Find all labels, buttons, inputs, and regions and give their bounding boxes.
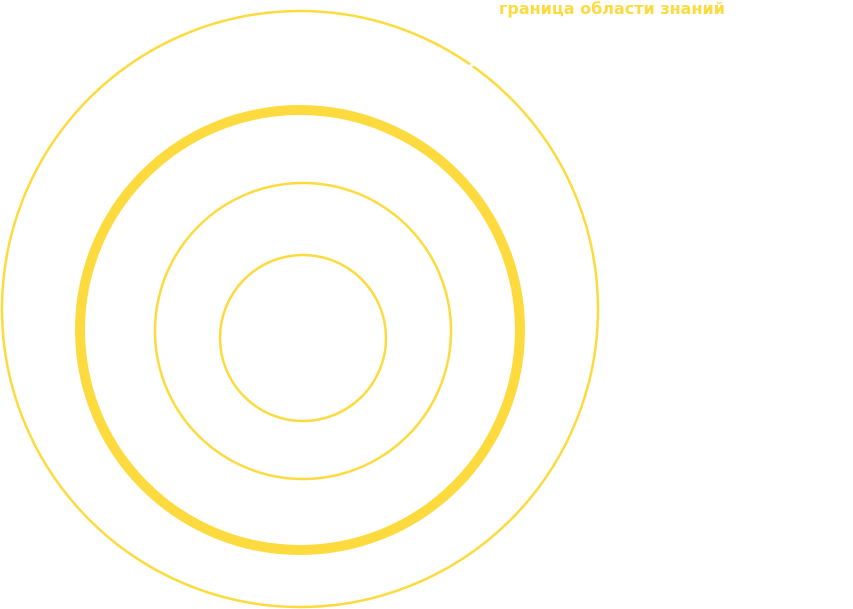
boundary-label: граница области знаний [499, 0, 725, 18]
outer-circle [0, 9, 600, 609]
inner-circle [218, 253, 388, 423]
knowledge-boundary-ring [75, 105, 525, 555]
middle-circle [153, 181, 453, 481]
outer-circle-gap [469, 60, 479, 68]
